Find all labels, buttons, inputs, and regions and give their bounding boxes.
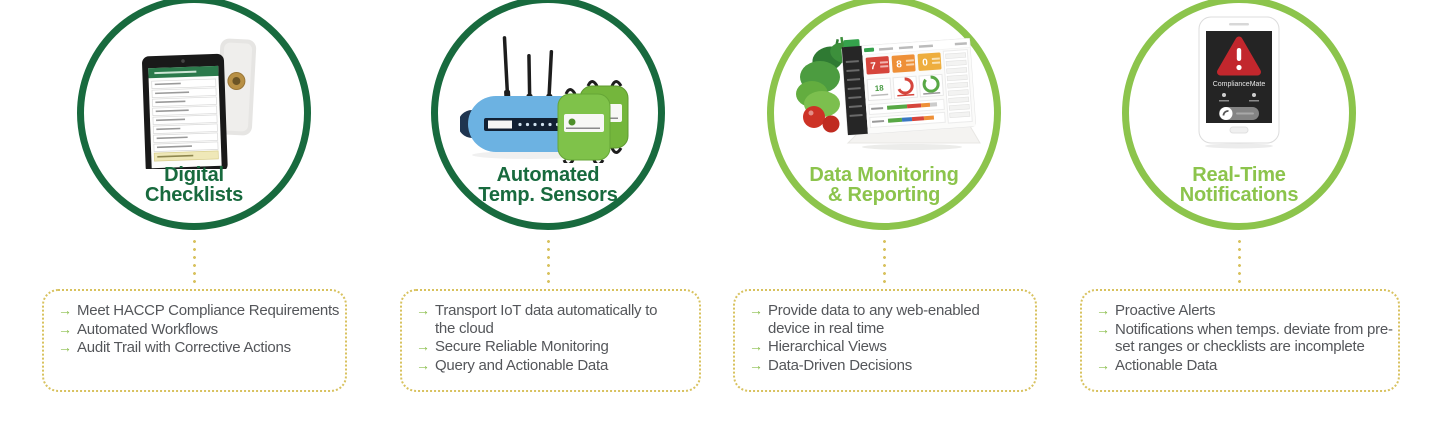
arrow-bullet-icon: → [58, 339, 72, 355]
bullet-text: Provide data to any web-enabled device i… [768, 302, 980, 337]
feature-title: Real-Time Notifications [1129, 164, 1349, 206]
bullet-text: Meet HACCP Compliance Requirements [77, 302, 340, 319]
vegetables-icon [796, 36, 858, 133]
feature-circle-data-monitoring: 7 8 0 18 [767, 0, 1001, 230]
list-item: → Provide data to any web-enabled device… [749, 302, 1031, 337]
antenna-icons [502, 36, 554, 105]
dotted-connector [882, 240, 886, 286]
kpi-card-orange [891, 54, 916, 73]
dashboard-image: 7 8 0 18 [796, 36, 981, 150]
list-item: → Secure Reliable Monitoring [416, 338, 695, 356]
home-button [1229, 126, 1249, 134]
arrow-bullet-icon: → [749, 356, 763, 373]
title-line: Temp. Sensors [478, 183, 618, 206]
feature-circle-digital-checklists: Digital Checklists [77, 0, 311, 230]
list-item: → Actionable Data [1096, 357, 1394, 375]
bullet-text: Proactive Alerts [1115, 302, 1216, 319]
feature-title: Digital Checklists [84, 164, 304, 206]
title-line: Checklists [144, 183, 244, 206]
feature-circle-notifications: ComplianceMate Real-Time Notifications [1122, 0, 1356, 230]
kpi-value: 8 [896, 59, 903, 70]
bullet-text: Secure Reliable Monitoring [435, 338, 609, 355]
feature-bullets-digital-checklists: → Meet HACCP Compliance Requirements → A… [42, 289, 347, 392]
feature-bullets-data-monitoring: → Provide data to any web-enabled device… [733, 289, 1037, 392]
list-item: → Proactive Alerts [1096, 302, 1394, 320]
arrow-bullet-icon: → [1096, 302, 1110, 318]
list-item: → Transport IoT data automatically to th… [416, 302, 695, 337]
feature-bullets-notifications: → Proactive Alerts → Notifications when … [1080, 289, 1400, 392]
bullet-text: Actionable Data [1115, 356, 1218, 374]
bullet-text: Data-Driven Decisions [768, 356, 912, 374]
title-line: & Reporting [827, 183, 941, 206]
dotted-connector [546, 240, 550, 286]
temp-sensor-device-icon [216, 38, 257, 136]
sensor-box-front-icon [557, 88, 611, 163]
dashboard-screen-icon: 7 8 0 18 [841, 38, 976, 136]
donut-chart-green [922, 75, 940, 93]
phone-answer-icon [1219, 107, 1233, 120]
bullet-text: Notifications when temps. deviate from p… [1115, 320, 1393, 356]
kpi-card-amber [917, 52, 942, 71]
kpi-value: 7 [870, 61, 877, 72]
title-line: Data Monitoring [809, 164, 959, 186]
bullet-text: Query and Actionable Data [435, 356, 609, 374]
bullet-text: Hierarchical Views [768, 338, 887, 355]
tablet-icon [142, 53, 228, 169]
arrow-bullet-icon: → [416, 338, 430, 354]
router-sensors-image [460, 36, 629, 163]
bullet-text: Audit Trail with Corrective Actions [77, 339, 291, 356]
arrow-bullet-icon: → [1096, 356, 1110, 373]
arrow-bullet-icon: → [416, 302, 430, 318]
tablet-checklist-image [142, 38, 257, 169]
feature-circle-temp-sensors: Automated Temp. Sensors [431, 0, 665, 230]
list-item: → Query and Actionable Data [416, 357, 695, 375]
stat-value: 18 [874, 83, 884, 93]
list-item: → Audit Trail with Corrective Actions [58, 339, 341, 357]
list-item: → Notifications when temps. deviate from… [1096, 321, 1394, 356]
title-line: Real-Time [1192, 164, 1286, 186]
kpi-card-red [865, 56, 890, 75]
arrow-bullet-icon: → [1096, 320, 1110, 337]
call-option-icons [1219, 93, 1259, 102]
feature-title: Automated Temp. Sensors [438, 164, 658, 206]
list-item: → Automated Workflows [58, 321, 341, 339]
caller-app-name: ComplianceMate [1213, 81, 1266, 88]
arrow-bullet-icon: → [749, 338, 763, 354]
bullet-text: Automated Workflows [77, 320, 218, 338]
dotted-connector [1237, 240, 1241, 286]
title-line: Digital [164, 164, 224, 186]
list-item: → Hierarchical Views [749, 338, 1031, 356]
title-line: Notifications [1179, 183, 1299, 206]
arrow-bullet-icon: → [58, 320, 72, 337]
arrow-bullet-icon: → [749, 302, 763, 318]
bullet-text: Transport IoT data automatically to the … [435, 302, 658, 337]
arrow-bullet-icon: → [416, 356, 430, 373]
feature-bullets-temp-sensors: → Transport IoT data automatically to th… [400, 289, 701, 392]
arrow-bullet-icon: → [58, 302, 72, 318]
dotted-connector [192, 240, 196, 286]
list-item: → Data-Driven Decisions [749, 357, 1031, 375]
feature-title: Data Monitoring & Reporting [774, 164, 994, 206]
list-item: → Meet HACCP Compliance Requirements [58, 302, 341, 320]
phone-alert-image: ComplianceMate [1198, 16, 1280, 149]
kpi-value: 0 [922, 57, 929, 68]
title-line: Automated [496, 164, 600, 186]
